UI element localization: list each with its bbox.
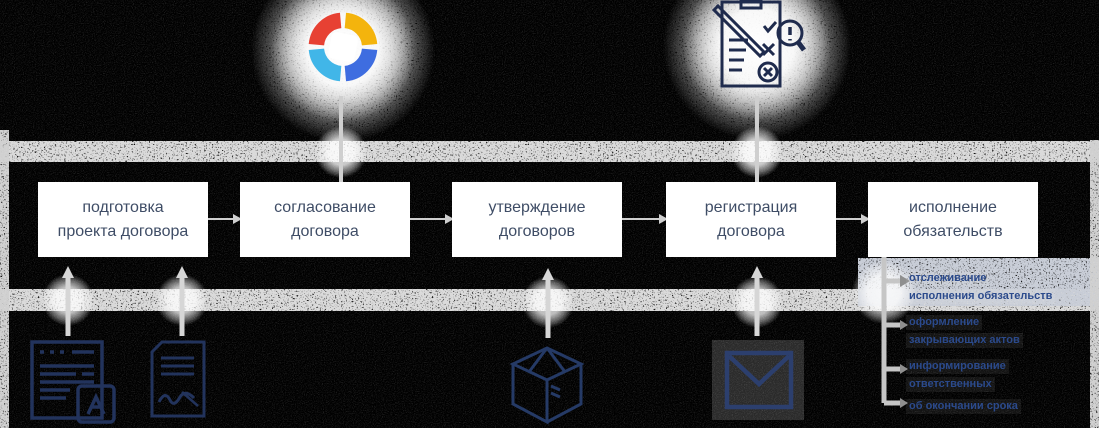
stage-label: регистрация договора [704,199,798,240]
task-text: исполнения обязательств [906,289,1056,304]
signed-document-icon [146,340,212,427]
task-text: закрывающих актов [906,333,1023,348]
task-text: информирование [906,359,1009,374]
stage-approval: утверждение договоров [452,182,622,257]
stage-execution: исполнение обязательств [868,182,1038,257]
stage-label: исполнение обязательств [903,199,1003,240]
stage-label: подготовка проекта договора [57,199,189,240]
stage-draft-preparation: подготовка проекта договора [38,182,208,257]
flow-arrow-icon [836,214,870,224]
flow-arrow-icon [620,214,668,224]
execution-task-tracking: отслеживание исполнения обязательств [906,268,1086,304]
envelope-icon [724,348,794,417]
connector-cycle-to-stage [339,96,343,182]
execution-task-term-expiry: об окончании срока [906,396,1086,414]
task-text: оформление [906,315,983,330]
contract-review-icon [708,0,806,97]
cycle-arrows-icon [304,8,382,91]
stage-registration: регистрация договора [666,182,836,257]
task-text: об окончании срока [906,399,1021,414]
up-arrow-icon [62,266,74,336]
flow-arrow-icon [408,214,454,224]
document-template-icon [28,336,122,428]
stage-label: утверждение договоров [488,199,586,240]
connector-review-to-stage [755,96,759,182]
stage-negotiation: согласование договора [240,182,410,257]
up-arrow-icon [176,266,188,336]
package-icon [506,342,588,428]
task-text: отслеживание [906,271,990,286]
task-text: ответственных [906,377,995,392]
up-arrow-icon [751,266,763,336]
execution-task-closing-acts: оформление закрывающих актов [906,312,1086,348]
up-arrow-icon [542,268,554,338]
execution-task-notify-responsible: информирование ответственных [906,356,1086,392]
branch-connector [881,253,910,408]
flow-arrow-icon [206,214,242,224]
stage-label: согласование договора [274,199,376,240]
